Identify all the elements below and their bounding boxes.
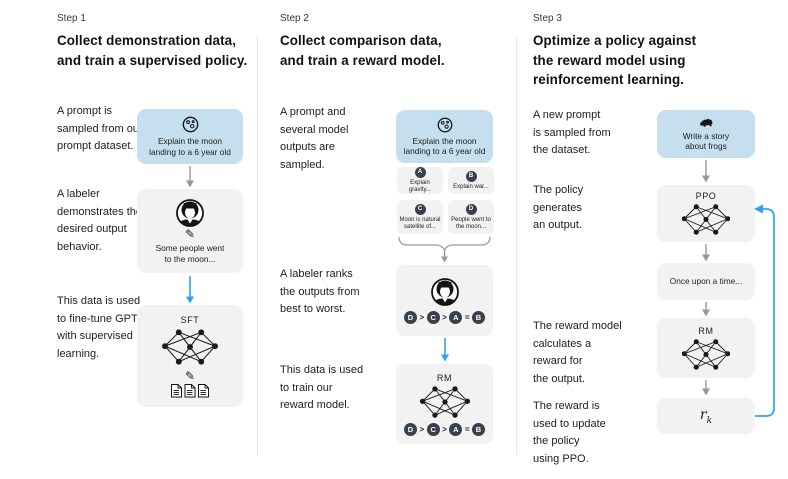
rank-badge: B — [472, 422, 485, 436]
description-text: The policy generates an output. — [533, 184, 584, 231]
description-text: The reward model calculates a reward for… — [533, 320, 622, 385]
prompt-box: Explain the moon landing to a 6 year old — [137, 109, 243, 164]
description-text: A labeler ranks the outputs from best to… — [280, 268, 360, 315]
output-b-box: B Explain war... — [448, 167, 494, 194]
step-label: Step 2 — [280, 13, 309, 24]
rank-badge: D — [403, 311, 417, 324]
step3-column: Step 3 Optimize a policy against the rew… — [525, 0, 787, 479]
moon-icon — [437, 117, 452, 132]
column-divider — [257, 36, 258, 455]
ppo-policy-box: PPO — [657, 185, 755, 242]
model-label: RM — [436, 372, 453, 383]
sft-model-box: SFT ✎ — [137, 305, 243, 407]
prompt-box: Write a story about frogs — [657, 110, 755, 158]
pencil-icon: ✎ — [184, 227, 196, 241]
flow-arrow-down — [702, 380, 710, 396]
column-divider — [516, 36, 517, 455]
flow-arrow-down — [186, 166, 194, 188]
feedback-arrow — [754, 204, 775, 417]
description-text: This data is used to fine-tune GPT-3 wit… — [57, 295, 147, 360]
labeler-avatar-icon — [430, 278, 459, 306]
description-text: A prompt and several model outputs are s… — [280, 106, 349, 171]
rank-badge: A — [449, 311, 463, 324]
rank-badge: C — [426, 311, 440, 324]
output-text: Once upon a time... — [669, 276, 743, 287]
rm-model-box: RM — [657, 318, 755, 378]
description-text: This data is used to train our reward mo… — [280, 364, 364, 411]
demonstration-text: Some people went to the moon... — [155, 243, 225, 264]
step-heading: Collect demonstration data, and train a … — [57, 31, 247, 70]
output-a-box: A Explain gravity... — [397, 167, 443, 194]
reward-value-box: rk — [657, 398, 755, 434]
prompt-box: Explain the moon landing to a 6 year old — [396, 110, 493, 163]
output-d-box: D People went to the moon... — [448, 200, 494, 234]
step-label: Step 3 — [533, 13, 562, 24]
description-text: A new prompt is sampled from the dataset… — [533, 109, 611, 156]
pencil-icon: ✎ — [184, 368, 196, 383]
model-label: SFT — [180, 314, 200, 325]
prompt-text: Explain the moon landing to a 6 year old — [149, 136, 231, 157]
step-heading: Optimize a policy against the reward mod… — [533, 33, 697, 87]
heading-line: Collect demonstration data, — [57, 33, 237, 48]
neural-network-icon — [419, 385, 470, 418]
reward-symbol: rk — [699, 406, 713, 426]
flow-arrow-down — [702, 302, 710, 317]
step2-column: Step 2 Collect comparison data, and trai… — [263, 0, 525, 479]
step-label: Step 1 — [57, 13, 86, 24]
rm-model-box: RM D > C > A = — [396, 364, 493, 444]
description-text: A prompt is sampled from our prompt data… — [57, 105, 143, 152]
labeler-box: ✎ Some people went to the moon... — [137, 189, 243, 273]
neural-network-icon — [682, 204, 730, 235]
ranking-row: D > C > A = B — [403, 422, 485, 436]
heading-line: and train a supervised policy. — [57, 52, 248, 68]
output-letter-badge: D — [465, 203, 477, 215]
model-label: PPO — [695, 191, 717, 201]
flow-arrow-down — [702, 244, 710, 262]
rank-badge: B — [472, 311, 485, 324]
model-outputs-grid: A Explain gravity... B Explain war... C … — [397, 167, 494, 234]
moon-icon — [182, 116, 198, 133]
output-letter-badge: B — [465, 170, 477, 182]
frog-icon — [699, 118, 713, 127]
generated-output-box: Once upon a time... — [657, 263, 755, 300]
neural-network-icon — [682, 338, 730, 370]
brace-and-arrow — [398, 236, 491, 263]
documents-icon — [170, 383, 209, 397]
step1-column: Step 1 Collect demonstration data, and t… — [0, 0, 262, 479]
flow-arrow-down — [702, 160, 710, 183]
flow-arrow-down-accent — [441, 338, 449, 362]
step-heading: Collect comparison data, and train a rew… — [280, 33, 445, 68]
model-label: RM — [698, 325, 714, 336]
prompt-text: Write a story about frogs — [682, 130, 730, 152]
neural-network-icon — [162, 328, 218, 365]
labeler-ranking-box: D > C > A = B — [396, 265, 493, 336]
output-letter-badge: A — [414, 167, 426, 178]
output-c-box: C Moon is natural satellite of... — [397, 200, 443, 234]
rank-badge: A — [449, 422, 463, 436]
ranking-row: D > C > A = B — [403, 311, 485, 324]
description-text: A labeler demonstrates the desired outpu… — [57, 188, 142, 253]
output-letter-badge: C — [414, 203, 426, 215]
labeler-avatar-icon — [176, 199, 204, 227]
flow-arrow-down-accent — [186, 276, 194, 304]
description-text: The reward is used to update the policy … — [533, 400, 606, 465]
rank-badge: C — [426, 422, 440, 436]
prompt-text: Explain the moon landing to a 6 year old — [403, 135, 486, 157]
rank-badge: D — [403, 422, 417, 436]
